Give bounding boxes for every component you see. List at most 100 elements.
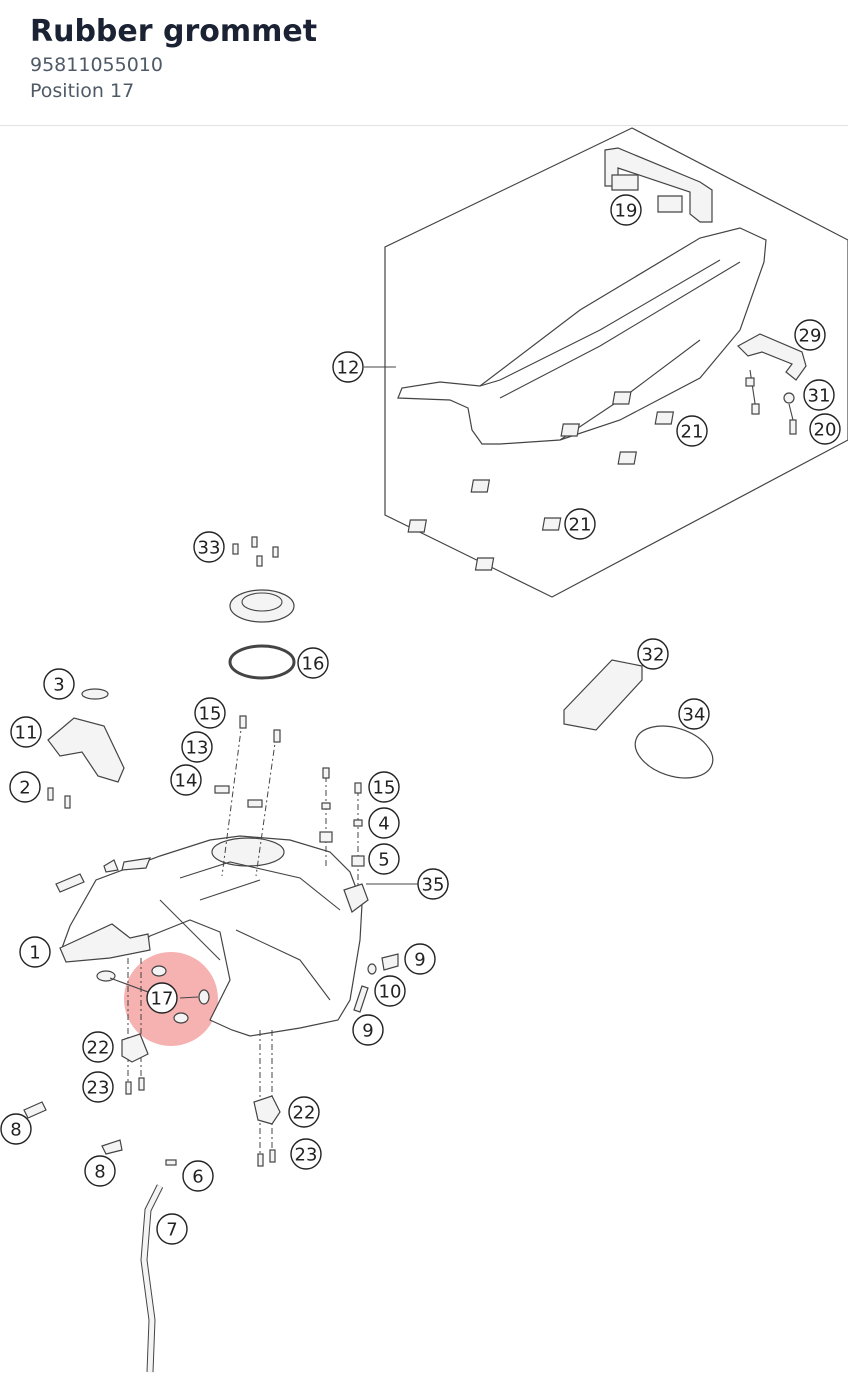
sticker-34 — [634, 725, 714, 779]
pad-9b — [353, 985, 369, 1013]
part-number: 95811055010 — [30, 54, 163, 76]
svg-text:1: 1 — [29, 943, 40, 964]
washer-left — [96, 970, 116, 982]
hose-7-inner — [141, 1184, 163, 1373]
position-label-13[interactable]: 13 — [181, 731, 213, 763]
filler-cap — [229, 589, 295, 623]
position-label-7[interactable]: 7 — [156, 1213, 188, 1245]
fuel-tank — [61, 835, 363, 1037]
tank-detail-lines — [159, 861, 341, 1001]
svg-text:11: 11 — [15, 723, 38, 744]
position-label-23[interactable]: 23 — [290, 1138, 322, 1170]
mount-bracket-1 — [59, 923, 151, 963]
grab-handle-mount — [611, 174, 639, 191]
position-label-32[interactable]: 32 — [637, 638, 669, 670]
position-label: Position 17 — [30, 80, 135, 102]
svg-text:15: 15 — [373, 778, 396, 799]
svg-text:15: 15 — [199, 704, 222, 725]
position-label-19[interactable]: 19 — [610, 194, 642, 226]
position-label-6[interactable]: 6 — [182, 1160, 214, 1192]
svg-text:10: 10 — [379, 982, 402, 1003]
position-label-17[interactable]: 17 — [146, 982, 178, 1014]
assembly-lines — [127, 721, 359, 1160]
position-label-8[interactable]: 8 — [0, 1113, 32, 1145]
filler-cap-inner — [241, 592, 283, 612]
position-label-9[interactable]: 9 — [352, 1014, 384, 1046]
washer-31 — [783, 392, 795, 404]
svg-text:9: 9 — [362, 1021, 373, 1042]
cover-11 — [47, 717, 125, 783]
tank-bolts — [214, 715, 365, 867]
position-label-12[interactable]: 12 — [332, 351, 364, 383]
svg-text:19: 19 — [615, 201, 638, 222]
position-label-1[interactable]: 1 — [19, 936, 51, 968]
svg-text:31: 31 — [808, 386, 831, 407]
position-label-5[interactable]: 5 — [368, 843, 400, 875]
o-ring — [228, 644, 296, 680]
page-title: Rubber grommet — [30, 14, 318, 49]
svg-text:4: 4 — [378, 814, 389, 835]
svg-text:3: 3 — [53, 675, 64, 696]
position-label-20[interactable]: 20 — [809, 413, 841, 445]
position-label-14[interactable]: 14 — [170, 764, 202, 796]
position-label-11[interactable]: 11 — [10, 716, 42, 748]
svg-text:29: 29 — [799, 326, 822, 347]
rubber-stop — [745, 377, 755, 387]
header: Rubber grommet 95811055010 Position 17 — [0, 0, 848, 126]
position-label-21[interactable]: 21 — [564, 508, 596, 540]
position-label-22[interactable]: 22 — [288, 1096, 320, 1128]
lower-bracket-22b — [253, 1095, 281, 1125]
svg-text:9: 9 — [414, 950, 425, 971]
svg-text:23: 23 — [295, 1145, 318, 1166]
position-label-8[interactable]: 8 — [84, 1155, 116, 1187]
position-label-4[interactable]: 4 — [368, 807, 400, 839]
svg-text:16: 16 — [302, 654, 325, 675]
pad-left-3 — [121, 857, 151, 871]
tool-bag — [563, 659, 643, 731]
svg-text:14: 14 — [175, 771, 198, 792]
position-label-2[interactable]: 2 — [9, 771, 41, 803]
bolt-line-20 — [788, 403, 794, 421]
screw-23c — [257, 1153, 264, 1167]
screw-23a — [125, 1081, 132, 1095]
position-label-29[interactable]: 29 — [794, 319, 826, 351]
bracket-bolt-line — [749, 369, 757, 411]
position-label-21[interactable]: 21 — [676, 415, 708, 447]
svg-text:8: 8 — [94, 1162, 105, 1183]
position-label-34[interactable]: 34 — [678, 698, 710, 730]
position-label-10[interactable]: 10 — [374, 975, 406, 1007]
bracket-bolt — [751, 403, 760, 415]
svg-text:32: 32 — [642, 645, 665, 666]
position-label-3[interactable]: 3 — [43, 668, 75, 700]
svg-text:33: 33 — [198, 538, 221, 559]
svg-text:6: 6 — [192, 1167, 203, 1188]
grab-handle-mount-2 — [657, 195, 683, 213]
screw-23d — [269, 1149, 276, 1163]
svg-text:2: 2 — [19, 778, 30, 799]
tank-filler-neck — [211, 837, 285, 867]
pad-3 — [81, 688, 109, 700]
position-label-23[interactable]: 23 — [82, 1071, 114, 1103]
position-label-35[interactable]: 35 — [417, 868, 449, 900]
svg-text:12: 12 — [337, 358, 360, 379]
rear-mount — [343, 883, 369, 913]
lower-bracket-22a — [121, 1033, 149, 1063]
position-label-15[interactable]: 15 — [194, 697, 226, 729]
position-label-33[interactable]: 33 — [193, 531, 225, 563]
position-label-9[interactable]: 9 — [404, 943, 436, 975]
filler-cap-screws — [232, 536, 279, 567]
svg-text:22: 22 — [293, 1103, 316, 1124]
pad-9a — [381, 953, 399, 971]
svg-text:5: 5 — [378, 850, 389, 871]
position-label-15[interactable]: 15 — [368, 771, 400, 803]
svg-text:17: 17 — [151, 989, 174, 1010]
clamp-6 — [165, 1159, 177, 1166]
svg-text:21: 21 — [681, 422, 704, 443]
bolt-20 — [789, 419, 797, 435]
position-label-31[interactable]: 31 — [803, 379, 835, 411]
position-label-16[interactable]: 16 — [297, 647, 329, 679]
position-label-22[interactable]: 22 — [82, 1031, 114, 1063]
clip-10 — [367, 963, 377, 975]
